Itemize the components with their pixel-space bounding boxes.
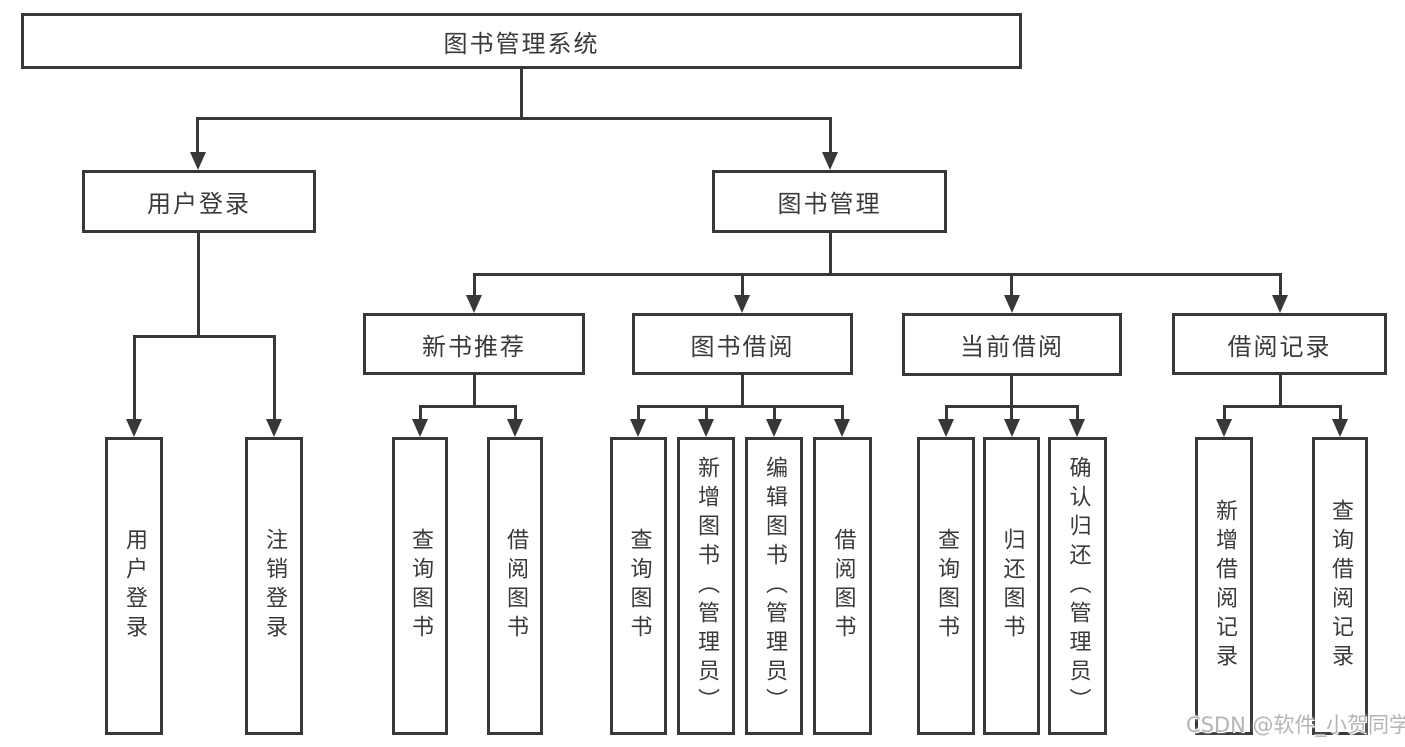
leaf-label: 查询图书 [626, 528, 652, 644]
connector-line [1223, 405, 1226, 421]
node-label: 新书推荐 [422, 332, 526, 361]
connector-line [133, 335, 136, 421]
connector-line [637, 405, 640, 421]
arrow-head-icon [1332, 419, 1348, 437]
arrow-head-icon [190, 152, 206, 170]
connector-line [1010, 376, 1013, 408]
node-book-management: 图书管理 [712, 170, 947, 233]
arrow-head-icon [1069, 419, 1085, 437]
leaf-add-borrow-record: 新增借阅记录 [1195, 437, 1253, 735]
arrow-head-icon [507, 419, 523, 437]
node-new-book-recommendation: 新书推荐 [363, 313, 585, 375]
node-label: 借阅记录 [1227, 332, 1332, 361]
connector-line [829, 117, 832, 154]
connector-line [514, 405, 517, 421]
arrow-head-icon [734, 295, 750, 313]
node-label: 图书管理 [777, 190, 882, 218]
connector-line [273, 335, 276, 421]
leaf-query-borrow-record: 查询借阅记录 [1312, 437, 1368, 735]
connector-line [1076, 405, 1079, 421]
leaf-label: 注销登录 [262, 528, 287, 644]
arrow-head-icon [822, 152, 838, 170]
connector-line [473, 273, 1282, 276]
node-label: 图书借阅 [690, 332, 795, 361]
connector-line [419, 405, 517, 408]
node-user-login: 用户登录 [82, 170, 316, 233]
leaf-label: 查询借阅记录 [1328, 499, 1353, 673]
connector-line [741, 273, 744, 297]
connector-line [1339, 405, 1342, 421]
node-borrowing-records: 借阅记录 [1172, 313, 1387, 375]
node-label: 用户登录 [147, 190, 251, 218]
arrow-head-icon [1216, 419, 1232, 437]
connector-line [196, 117, 199, 154]
leaf-label: 借阅图书 [503, 528, 528, 644]
connector-line [419, 405, 422, 421]
leaf-edit-books-admin: 编辑图书（管理员） [745, 437, 803, 735]
arrow-head-icon [266, 419, 282, 437]
connector-line [841, 405, 844, 421]
arrow-head-icon [766, 419, 782, 437]
leaf-query-books-current: 查询图书 [917, 437, 975, 735]
connector-line [1010, 273, 1013, 297]
connector-line [705, 405, 708, 421]
connector-line [1279, 375, 1282, 408]
connector-line [945, 405, 948, 421]
arrow-head-icon [412, 419, 428, 437]
leaf-label: 借阅图书 [830, 528, 856, 644]
leaf-borrow-books-recommend: 借阅图书 [487, 437, 543, 735]
connector-line [197, 117, 832, 120]
arrow-head-icon [698, 419, 714, 437]
connector-line [133, 335, 276, 338]
node-library-management-system: 图书管理系统 [21, 13, 1022, 69]
node-label: 图书管理系统 [443, 29, 600, 58]
node-current-borrowing: 当前借阅 [902, 313, 1122, 376]
connector-line [1223, 405, 1342, 408]
connector-line [1010, 405, 1013, 421]
leaf-query-books-borrow: 查询图书 [610, 437, 667, 735]
csdn-watermark: CSDN @软件_小贺同学 [1186, 713, 1405, 737]
leaf-return-books: 归还图书 [983, 437, 1040, 735]
leaf-label: 归还图书 [999, 528, 1025, 644]
connector-line [473, 375, 476, 408]
leaf-label: 新增借阅记录 [1212, 499, 1237, 673]
arrow-head-icon [834, 419, 850, 437]
connector-line [637, 405, 844, 408]
leaf-borrow-books: 借阅图书 [813, 437, 872, 735]
arrow-head-icon [1272, 295, 1288, 313]
leaf-label: 用户登录 [122, 528, 147, 644]
connector-line [829, 233, 832, 276]
arrow-head-icon [630, 419, 646, 437]
node-book-borrowing: 图书借阅 [632, 313, 853, 375]
arrow-head-icon [938, 419, 954, 437]
connector-line [1279, 273, 1282, 297]
arrow-head-icon [1004, 419, 1020, 437]
leaf-confirm-return-admin: 确认归还（管理员） [1048, 437, 1107, 735]
arrow-head-icon [466, 295, 482, 313]
leaf-add-books-admin: 新增图书（管理员） [677, 437, 735, 735]
connector-line [520, 69, 523, 120]
node-label: 当前借阅 [960, 333, 1064, 361]
arrow-head-icon [1004, 295, 1020, 313]
leaf-label: 查询图书 [408, 528, 433, 644]
leaf-user-login: 用户登录 [105, 437, 163, 735]
leaf-label: 确认归还（管理员） [1065, 455, 1091, 717]
leaf-label: 新增图书（管理员） [694, 455, 719, 717]
connector-line [473, 273, 476, 297]
leaf-label: 编辑图书（管理员） [762, 455, 787, 717]
connector-line [741, 374, 744, 408]
arrow-head-icon [126, 419, 142, 437]
leaf-logout: 注销登录 [245, 437, 303, 735]
connector-line [773, 405, 776, 421]
connector-line [197, 233, 200, 338]
leaf-label: 查询图书 [934, 528, 959, 644]
leaf-query-books-recommend: 查询图书 [392, 437, 448, 735]
